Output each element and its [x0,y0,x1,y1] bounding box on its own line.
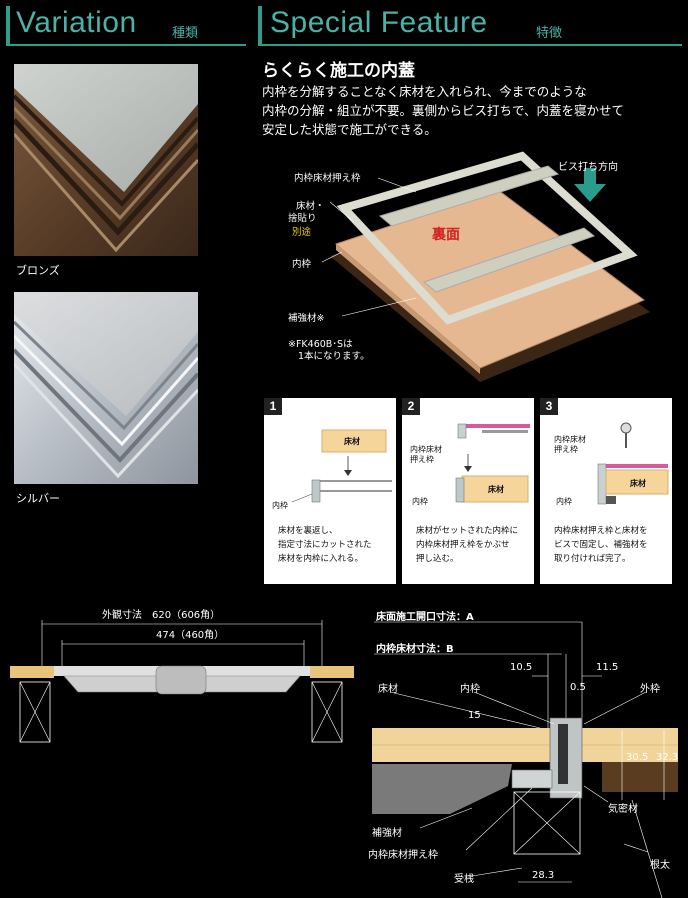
variation-title: Variation [16,6,137,39]
detail-sleeper-label: 根太 [650,860,670,871]
variation-subtitle: 種類 [172,26,199,41]
detail-seal-label: 気密材 [608,804,638,815]
step-1-floor-label: 床材 [344,437,360,446]
diagram-separate-label: 別途 [292,227,312,238]
dim-30-5: 30.5 [626,752,649,763]
bronze-swatch [14,64,198,256]
diagram-reinforce-label: 補強材※ [288,313,325,324]
detail-drawing [372,621,678,898]
diagram-note-line1: ※FK460B･Sは [288,339,353,350]
diagram-inner-frame-label: 内枠 [292,259,312,270]
dim-28-3: 28.3 [532,870,555,881]
variation-header-bar [6,6,10,44]
diagram-floor-label: 床材・ [296,201,325,212]
step-3-floor-label: 床材 [630,479,646,488]
step-1-card: 1 床材 内枠 床材を裏返し、指定寸法にカットされた床材を内枠に入れる。 [264,398,396,584]
outer-dimension-label: 外観寸法 620（606角） [102,610,221,621]
inner-floor-dimension-label: 内枠床材寸法：B [376,644,454,655]
exploded-diagram [321,151,650,382]
dim-32-3: 32.3 [656,752,679,763]
special-title: Special Feature [270,6,488,39]
diagram-underlay-label: 捨貼り [288,213,317,224]
step-number: 3 [540,398,558,415]
step-number: 2 [402,398,420,415]
step-2-push-label-2: 押え枠 [410,455,434,464]
step-3-push-label: 内枠床材 [554,435,586,444]
diagram-back-face-label: 裏面 [432,227,460,243]
step-2-inner-label: 内枠 [412,497,428,506]
silver-label: シルバー [16,492,60,505]
feature-body-line: 安定した状態で施工ができる。 [262,122,437,137]
step-3-text: 内枠床材押え枠と床材をビスで固定し、補強材を取り付ければ完了。 [554,526,648,564]
bronze-label: ブロンズ [16,264,60,277]
detail-outer-label: 外枠 [640,684,660,695]
diagram-screw-direction-label: ビス打ち方向 [558,162,618,173]
feature-body-line: 内枠を分解することなく床材を入れられ、今までのような [262,84,587,99]
dim-0-5: 0.5 [570,682,586,693]
special-underline [258,44,682,46]
step-1-illustration [291,429,392,503]
opening-dimension-label: 床面施工開口寸法：A [376,612,474,623]
step-2-card: 2 内枠床材 押え枠 床材 内枠 床材がセットされた内枠に内枠床材押え枠をかぶせ… [402,398,534,584]
step-1-text: 床材を裏返し、指定寸法にカットされた床材を内枠に入れる。 [278,526,372,564]
detail-reinforce-label: 補強材 [372,828,402,839]
step-1-inner-label: 内枠 [272,501,288,510]
cross-section-drawing [10,620,354,743]
step-3-illustration [597,422,669,505]
step-2-push-label: 内枠床材 [410,445,442,454]
dim-10-5: 10.5 [510,662,533,673]
feature-heading: らくらく施工の内蓋 [262,61,415,81]
feature-body: 内枠を分解することなく床材を入れられ、今までのような 内枠の分解・組立が不要。裏… [262,82,688,139]
special-subtitle: 特徴 [536,26,563,41]
detail-inner-label: 内枠 [460,684,480,695]
step-3-inner-label: 内枠 [556,497,572,506]
step-2-floor-label: 床材 [488,485,504,494]
step-3-card: 3 内枠床材 押え枠 床材 内枠 内枠床材押え枠と床材をビスで固定し、補強材を取… [540,398,672,584]
detail-joist-label: 受桟 [454,874,474,885]
step-number: 1 [264,398,282,415]
diagram-push-frame-label: 内枠床材押え枠 [294,173,361,184]
step-2-illustration [455,423,530,503]
step-3-push-label-2: 押え枠 [554,445,578,454]
detail-floor-label: 床材 [378,684,398,695]
dim-15: 15 [468,710,481,721]
silver-swatch [14,292,198,484]
dim-11-5: 11.5 [596,662,619,673]
feature-body-line: 内枠の分解・組立が不要。裏側からビス打ちで、内蓋を寝かせて [262,103,625,118]
variation-underline [6,44,246,46]
diagram-note-line2: 1本になります。 [298,351,370,362]
detail-push-frame-label: 内枠床材押え枠 [368,850,438,861]
special-header-bar [258,6,262,44]
inner-dimension-label: 474（460角） [156,630,225,641]
step-2-text: 床材がセットされた内枠に内枠床材押え枠をかぶせ押し込む。 [416,526,519,564]
